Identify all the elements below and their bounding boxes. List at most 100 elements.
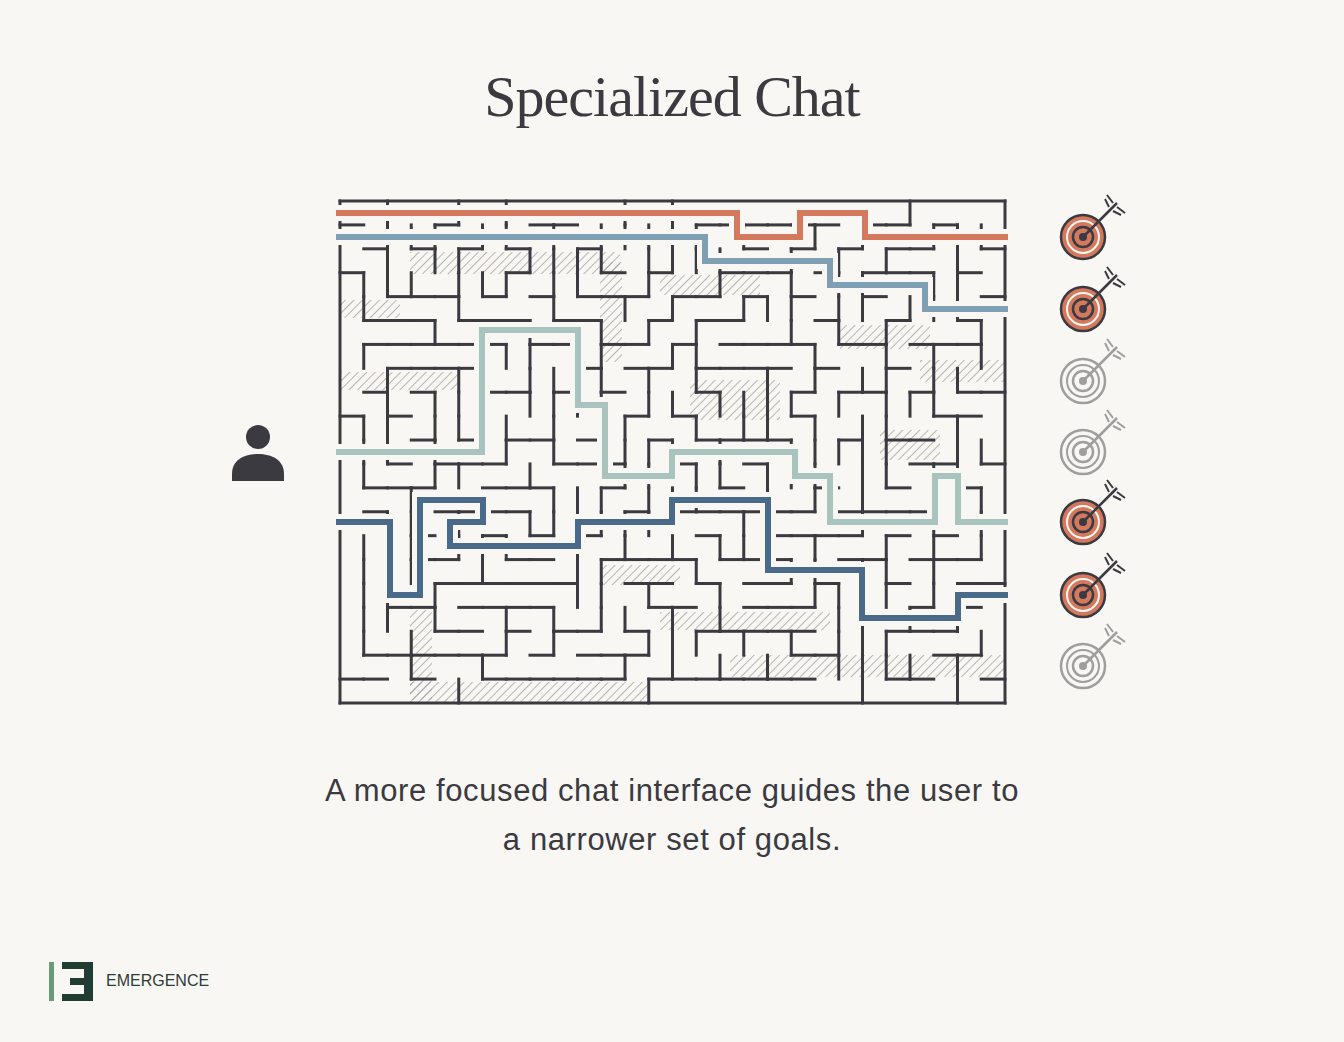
maze-wall: [340, 415, 364, 418]
maze-wall: [505, 416, 508, 440]
hatched-region: [410, 252, 620, 274]
maze-wall: [885, 416, 888, 440]
hatched-region: [880, 430, 940, 460]
maze-wall: [958, 391, 982, 394]
maze-wall: [411, 247, 435, 250]
maze-wall: [720, 319, 744, 322]
maze-wall: [554, 462, 578, 465]
logo-mark: [49, 962, 93, 1001]
maze-wall: [506, 271, 530, 274]
maze-wall: [483, 678, 507, 681]
maze-wall: [364, 678, 388, 681]
maze-wall: [530, 582, 554, 585]
maze-wall: [814, 536, 817, 560]
maze-wall: [624, 607, 627, 631]
maze-wall: [434, 607, 437, 631]
maze-wall: [958, 582, 982, 585]
maze-wall: [649, 367, 673, 370]
maze-wall: [696, 223, 720, 226]
maze-wall: [483, 486, 507, 489]
user-icon: [232, 425, 284, 481]
maze-wall: [388, 415, 412, 418]
target-icon: [1061, 267, 1125, 331]
maze-wall: [956, 368, 959, 392]
maze-wall: [934, 654, 958, 657]
maze-wall: [457, 679, 460, 703]
maze-wall: [768, 223, 792, 226]
maze-wall: [958, 343, 982, 346]
maze-wall: [696, 319, 720, 322]
maze-wall: [839, 558, 863, 561]
maze-wall: [671, 607, 674, 631]
maze-wall: [863, 271, 887, 274]
maze-wall: [696, 582, 720, 585]
maze-wall: [861, 464, 864, 488]
maze-wall: [434, 583, 437, 607]
maze-wall: [671, 344, 674, 368]
maze-wall: [601, 654, 625, 657]
maze-wall: [529, 392, 532, 416]
maze-wall: [910, 678, 934, 681]
maze-wall: [696, 295, 720, 298]
maze-wall: [861, 368, 864, 392]
maze-wall: [671, 655, 674, 679]
maze-wall: [768, 606, 792, 609]
maze-wall: [909, 655, 912, 679]
maze-wall: [554, 223, 578, 226]
maze-wall: [388, 319, 412, 322]
maze-wall: [981, 582, 1005, 585]
maze-wall: [434, 249, 437, 273]
maze-wall: [649, 558, 673, 561]
maze-wall: [505, 631, 508, 655]
maze-paths: [336, 213, 1008, 618]
maze-wall: [744, 582, 768, 585]
maze-wall: [411, 319, 435, 322]
maze-wall: [506, 582, 530, 585]
maze-wall: [719, 392, 722, 416]
maze-wall: [766, 297, 769, 321]
maze-wall: [886, 582, 910, 585]
maze-wall: [647, 249, 650, 273]
maze-wall: [981, 247, 1005, 250]
maze-wall: [554, 630, 578, 633]
maze-wall: [388, 295, 412, 298]
maze-wall: [435, 343, 459, 346]
maze-wall: [649, 582, 673, 585]
maze-wall: [647, 679, 650, 703]
maze-wall: [814, 488, 817, 512]
maze-wall: [481, 273, 484, 297]
maze-wall: [958, 558, 982, 561]
maze-wall: [624, 536, 627, 560]
maze-wall: [958, 319, 982, 322]
maze-wall: [388, 367, 412, 370]
maze-wall: [649, 319, 673, 322]
maze-wall: [671, 631, 674, 655]
maze-wall: [411, 486, 435, 489]
maze-wall: [601, 271, 625, 274]
maze-wall: [530, 223, 554, 226]
maze-wall: [909, 392, 912, 416]
maze-wall: [863, 295, 887, 298]
maze-wall: [529, 368, 532, 392]
maze-wall: [742, 297, 745, 321]
maze-wall: [625, 415, 649, 418]
hatched-region: [340, 300, 400, 318]
path-halo: [336, 500, 1008, 618]
maze-wall: [695, 631, 698, 655]
maze-wall: [956, 249, 959, 273]
maze-wall: [554, 319, 578, 322]
maze-wall: [980, 631, 983, 655]
maze-wall: [886, 678, 910, 681]
maze-wall: [505, 344, 508, 368]
maze-wall: [671, 297, 674, 321]
maze-wall: [483, 534, 507, 537]
maze-wall: [885, 249, 888, 273]
maze-wall: [744, 247, 768, 250]
maze-wall: [886, 534, 910, 537]
maze-wall: [839, 247, 863, 250]
maze-wall: [364, 486, 388, 489]
target-icon: [1061, 339, 1125, 403]
maze-wall: [673, 343, 697, 346]
maze-wall: [720, 343, 744, 346]
maze-wall: [981, 391, 1005, 394]
